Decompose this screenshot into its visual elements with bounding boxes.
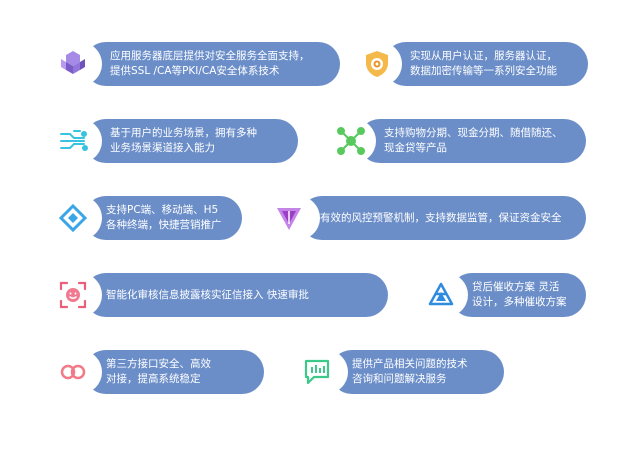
feature-text: 实现从用户认证，服务器认证， 数据加密传输等一系列安全功能 <box>410 50 557 77</box>
feature-text: 提供产品相关问题的技术 咨询和问题解决服务 <box>352 358 468 385</box>
feature-text: 有效的风控预警机制，支持数据监管，保证资金安全 <box>320 211 562 224</box>
feature-pill-installment-products: 支持购物分期、现金分期、随借随还、 现金贷等产品 <box>358 119 586 163</box>
feature-text: 支持购物分期、现金分期、随借随还、 现金贷等产品 <box>384 127 563 154</box>
feature-pill-technical-support: 提供产品相关问题的技术 咨询和问题解决服务 <box>330 350 504 394</box>
feature-text: 贷后催收方案 灵活 设计，多种催收方案 <box>472 281 567 308</box>
feature-text: 第三方接口安全、高效 对接，提高系统稳定 <box>106 358 211 385</box>
feature-text: 支持PC端、移动端、H5 各种终端，快捷营销推广 <box>106 204 222 231</box>
chat-support-icon <box>300 355 334 389</box>
face-scan-icon <box>56 278 90 312</box>
cube-cluster-icon <box>56 47 90 81</box>
feature-pill-multi-terminal: 支持PC端、移动端、H5 各种终端，快捷营销推广 <box>84 196 242 240</box>
infinity-link-icon <box>56 355 90 389</box>
feature-pill-credit-review: 智能化审核信息披露核实征信接入 快速审批 <box>84 273 388 317</box>
feature-pill-risk-control: 有效的风控预警机制，支持数据监管，保证资金安全 <box>300 196 586 240</box>
feature-pill-auth-encryption: 实现从用户认证，服务器认证， 数据加密传输等一系列安全功能 <box>384 42 588 86</box>
feature-pill-server-security: 应用服务器底层提供对安全服务全面支持， 提供SSL /CA等PKI/CA安全体系… <box>84 42 340 86</box>
feature-pill-collection-plans: 贷后催收方案 灵活 设计，多种催收方案 <box>450 273 586 317</box>
network-nodes-icon <box>334 124 368 158</box>
feature-text: 基于用户的业务场景，拥有多种 业务场景渠道接入能力 <box>110 127 257 154</box>
triple-triangle-icon <box>424 278 458 312</box>
shield-target-icon <box>360 47 394 81</box>
diamond-frame-icon <box>56 201 90 235</box>
feature-text: 应用服务器底层提供对安全服务全面支持， 提供SSL /CA等PKI/CA安全体系… <box>110 50 310 77</box>
feature-pill-third-party-api: 第三方接口安全、高效 对接，提高系统稳定 <box>84 350 264 394</box>
circuit-lines-icon <box>56 124 90 158</box>
feature-pill-business-scenario: 基于用户的业务场景，拥有多种 业务场景渠道接入能力 <box>84 119 298 163</box>
funnel-triangle-icon <box>272 201 306 235</box>
feature-text: 智能化审核信息披露核实征信接入 快速审批 <box>106 288 309 301</box>
